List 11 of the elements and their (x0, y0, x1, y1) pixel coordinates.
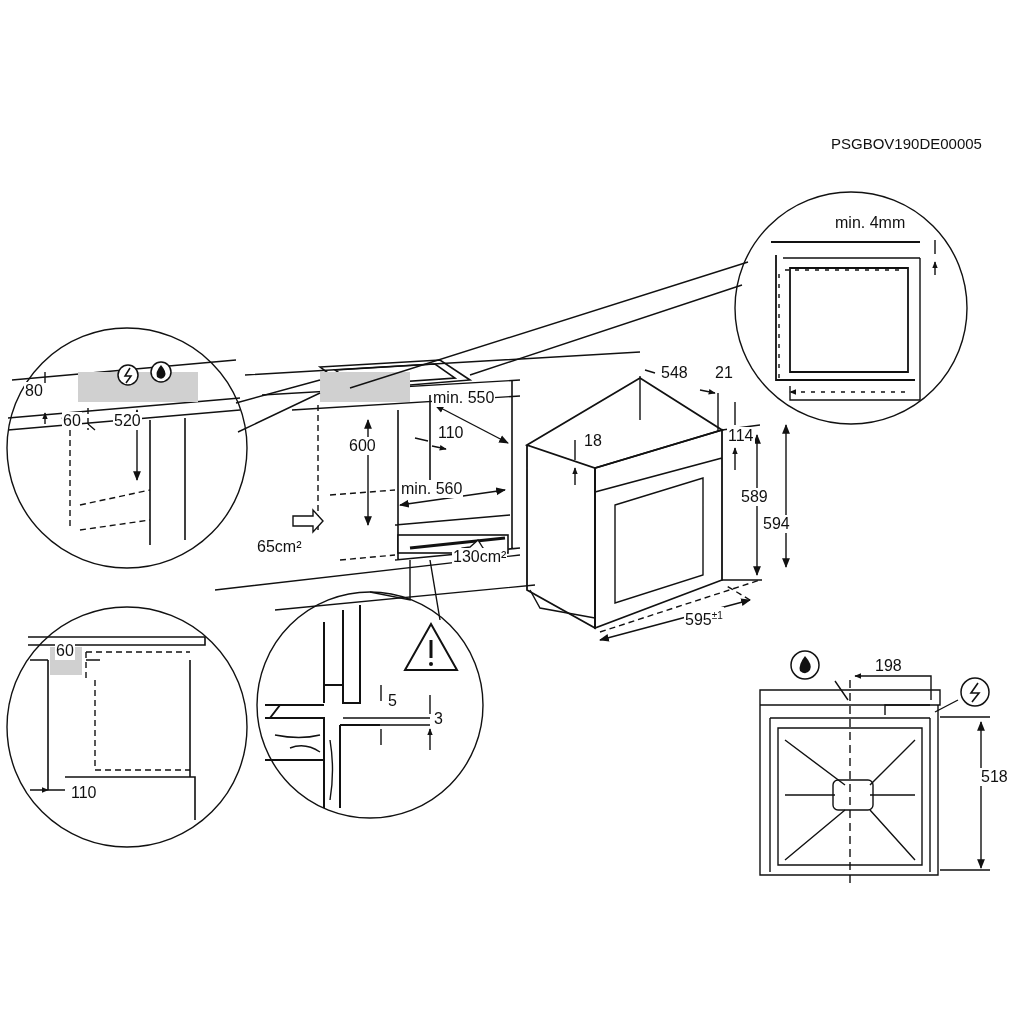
dimension-label: 130cm² (452, 548, 508, 566)
dimension-label: 589 (740, 488, 769, 506)
dimension-label: 114 (727, 427, 755, 445)
dimension-label: 520 (113, 412, 142, 430)
dimension-label: min. 560 (400, 480, 464, 498)
dimension-label: 600 (348, 437, 377, 455)
dimension-label: 518 (980, 768, 1009, 786)
dimension-label: 594 (762, 515, 791, 533)
dimension-label: min. 550 (432, 389, 496, 407)
dimension-label: 60 (55, 642, 75, 660)
dimension-label: 60 (62, 412, 82, 430)
